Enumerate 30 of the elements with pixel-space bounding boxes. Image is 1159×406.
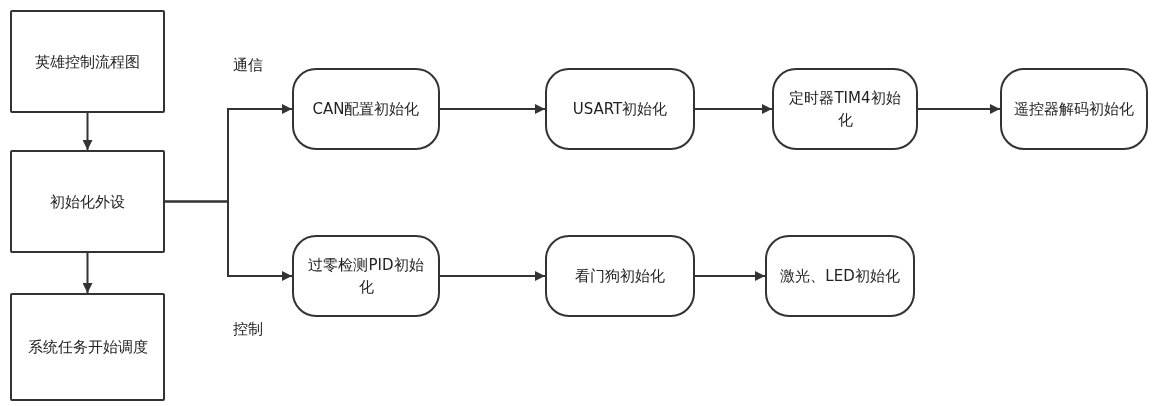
- process-box: [10, 10, 165, 113]
- node-text: 初始化外设: [50, 191, 125, 213]
- node-text: CAN配置初始化: [312, 99, 420, 120]
- branch-label: 控制: [233, 320, 263, 339]
- process-rounded-box: [1000, 68, 1148, 150]
- process-box: [10, 293, 165, 401]
- branch-label: 通信: [233, 56, 263, 75]
- arrow: [439, 104, 546, 114]
- node-text: 系统任务开始调度: [27, 337, 148, 358]
- process-box: [10, 150, 165, 253]
- node-text: 英雄控制流程图: [35, 51, 140, 73]
- process-rounded-box: [772, 68, 918, 150]
- process-rounded-box: [292, 235, 440, 317]
- process-rounded-box: [545, 68, 695, 150]
- process-rounded-box: [292, 68, 440, 150]
- arrow: [164, 200, 293, 281]
- node-text: 遥控器解码初始化: [1014, 99, 1134, 120]
- arrow: [917, 104, 1001, 114]
- arrow: [439, 271, 546, 281]
- node-text: USART初始化: [572, 99, 668, 120]
- arrow: [82, 112, 93, 151]
- arrow: [694, 271, 766, 281]
- arrow: [694, 104, 773, 114]
- node-text: 过零检测PID初始化: [307, 255, 425, 298]
- process-rounded-box: [765, 235, 915, 317]
- process-rounded-box: [545, 235, 695, 317]
- node-text: 激光、LED初始化: [780, 266, 900, 287]
- arrow: [82, 252, 93, 294]
- node-text: 定时器TIM4初始化: [788, 88, 902, 131]
- node-text: 看门狗初始化: [575, 266, 665, 287]
